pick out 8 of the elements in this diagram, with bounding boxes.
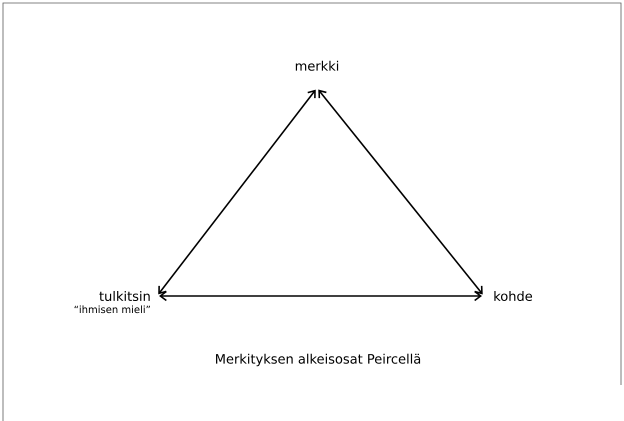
node-label: kohde [494, 290, 532, 302]
caption: Merkityksen alkeisosat Peircellä [216, 354, 420, 366]
node-note: “ihmisen mieli” [74, 305, 150, 314]
arrow [318, 90, 483, 294]
arrow [159, 290, 482, 302]
node-label: merkki [296, 60, 338, 71]
arrow [158, 90, 316, 294]
node-label: tulkitsin [99, 290, 150, 302]
